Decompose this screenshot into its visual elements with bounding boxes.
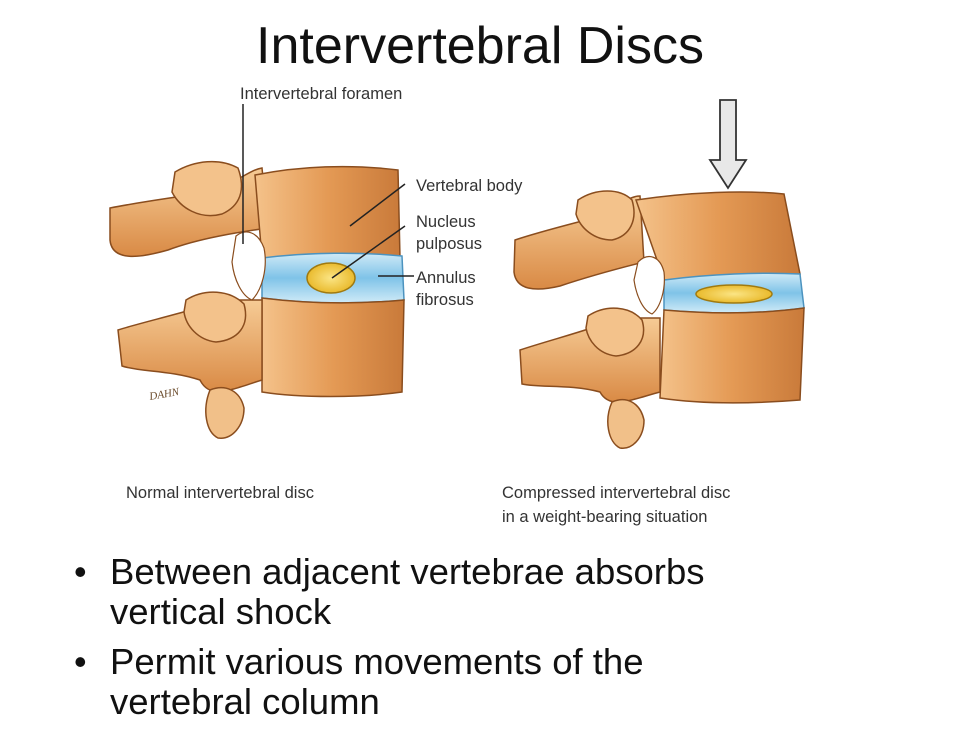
label-nucleus-line1: Nucleus bbox=[416, 212, 476, 232]
down-arrow-icon bbox=[710, 100, 746, 188]
label-nucleus-line2: pulposus bbox=[416, 234, 482, 254]
artist-signature: DAHN bbox=[147, 386, 180, 403]
label-annulus-line1: Annulus bbox=[416, 268, 476, 288]
bullet-text-line1: Permit various movements of the bbox=[110, 641, 644, 682]
inferior-process-left bbox=[206, 388, 244, 438]
label-intervertebral-foramen: Intervertebral foramen bbox=[240, 84, 402, 104]
bullet-item: • Permit various movements of the verteb… bbox=[74, 642, 934, 722]
caption-compressed-line1: Compressed intervertebral disc bbox=[502, 481, 730, 505]
compressed-nucleus bbox=[696, 285, 772, 303]
bullet-text-line2: vertical shock bbox=[110, 591, 331, 632]
bullet-list: • Between adjacent vertebrae absorbs ver… bbox=[74, 552, 934, 732]
caption-normal-disc: Normal intervertebral disc bbox=[126, 481, 314, 505]
foramen-right bbox=[634, 257, 664, 314]
bullet-text-line1: Between adjacent vertebrae absorbs bbox=[110, 551, 705, 592]
label-annulus-line2: fibrosus bbox=[416, 290, 474, 310]
bullet-dot-icon: • bbox=[74, 552, 87, 592]
compressed-vertebra-group bbox=[514, 191, 804, 448]
lower-vertebral-body-right bbox=[660, 308, 804, 403]
intervertebral-foramen bbox=[232, 232, 265, 300]
lower-vertebral-body-left bbox=[262, 298, 404, 397]
bullet-dot-icon: • bbox=[74, 642, 87, 682]
bullet-item: • Between adjacent vertebrae absorbs ver… bbox=[74, 552, 934, 632]
upper-vertebral-body-left bbox=[255, 167, 400, 261]
caption-compressed-line2: in a weight-bearing situation bbox=[502, 505, 707, 529]
bullet-text-line2: vertebral column bbox=[110, 681, 380, 722]
inferior-process-right bbox=[608, 400, 644, 448]
label-vertebral-body: Vertebral body bbox=[416, 176, 522, 196]
